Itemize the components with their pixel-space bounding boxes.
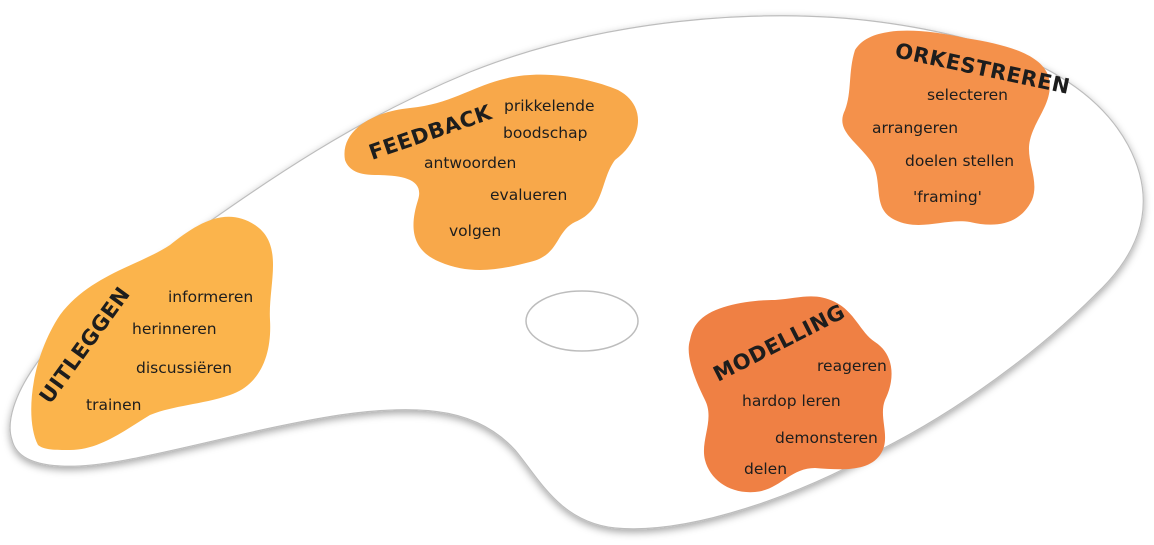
term-hardop-leren: hardop leren [742, 392, 841, 410]
blob-uitleggen [31, 216, 274, 450]
term-informeren: informeren [168, 288, 253, 306]
group-modelling: MODELLING reageren hardop leren demonste… [688, 296, 892, 493]
term-prikkelende: prikkelende [504, 97, 595, 115]
term-discussieren: discussiëren [136, 359, 232, 377]
term-framing: 'framing' [913, 188, 982, 206]
term-volgen: volgen [449, 222, 501, 240]
group-uitleggen: UITLEGGEN informeren herinneren discussi… [31, 216, 274, 450]
term-demonsteren: demonsteren [775, 429, 878, 447]
thumb-hole [525, 290, 639, 352]
term-evalueren: evalueren [490, 186, 567, 204]
term-delen: delen [744, 460, 787, 478]
term-reageren: reageren [817, 357, 887, 375]
term-antwoorden: antwoorden [424, 154, 516, 172]
term-boodschap: boodschap [503, 124, 587, 142]
term-arrangeren: arrangeren [872, 119, 958, 137]
blob-orkestreren [842, 30, 1050, 225]
blob-modelling [688, 296, 892, 493]
term-herinneren: herinneren [132, 320, 217, 338]
term-trainen: trainen [86, 396, 141, 414]
group-feedback: FEEDBACK prikkelende boodschap antwoorde… [344, 74, 639, 270]
blob-feedback [344, 74, 639, 270]
term-selecteren: selecteren [927, 86, 1008, 104]
term-doelen-stellen: doelen stellen [905, 152, 1014, 170]
